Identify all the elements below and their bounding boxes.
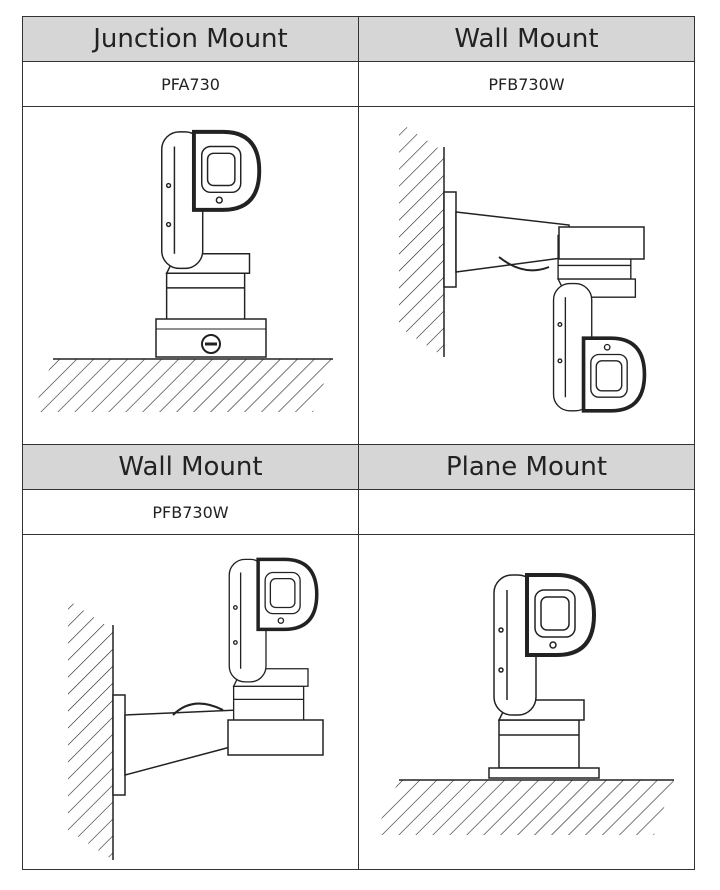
model-wall-mount-2: PFB730W bbox=[22, 489, 359, 535]
model-wall-mount: PFB730W bbox=[358, 61, 695, 107]
wall-mount-hanging-illustration bbox=[358, 106, 695, 445]
header-junction-mount: Junction Mount bbox=[22, 16, 359, 62]
header-plane-mount: Plane Mount bbox=[358, 444, 695, 490]
junction-mount-illustration bbox=[22, 106, 359, 445]
plane-mount-illustration bbox=[358, 534, 695, 870]
model-junction-mount: PFA730 bbox=[22, 61, 359, 107]
model-plane-mount bbox=[358, 489, 695, 535]
wall-mount-upright-illustration bbox=[22, 534, 359, 870]
header-wall-mount-2: Wall Mount bbox=[22, 444, 359, 490]
header-wall-mount: Wall Mount bbox=[358, 16, 695, 62]
mount-table: Junction Mount Wall Mount PFA730 PFB730W bbox=[22, 16, 695, 870]
